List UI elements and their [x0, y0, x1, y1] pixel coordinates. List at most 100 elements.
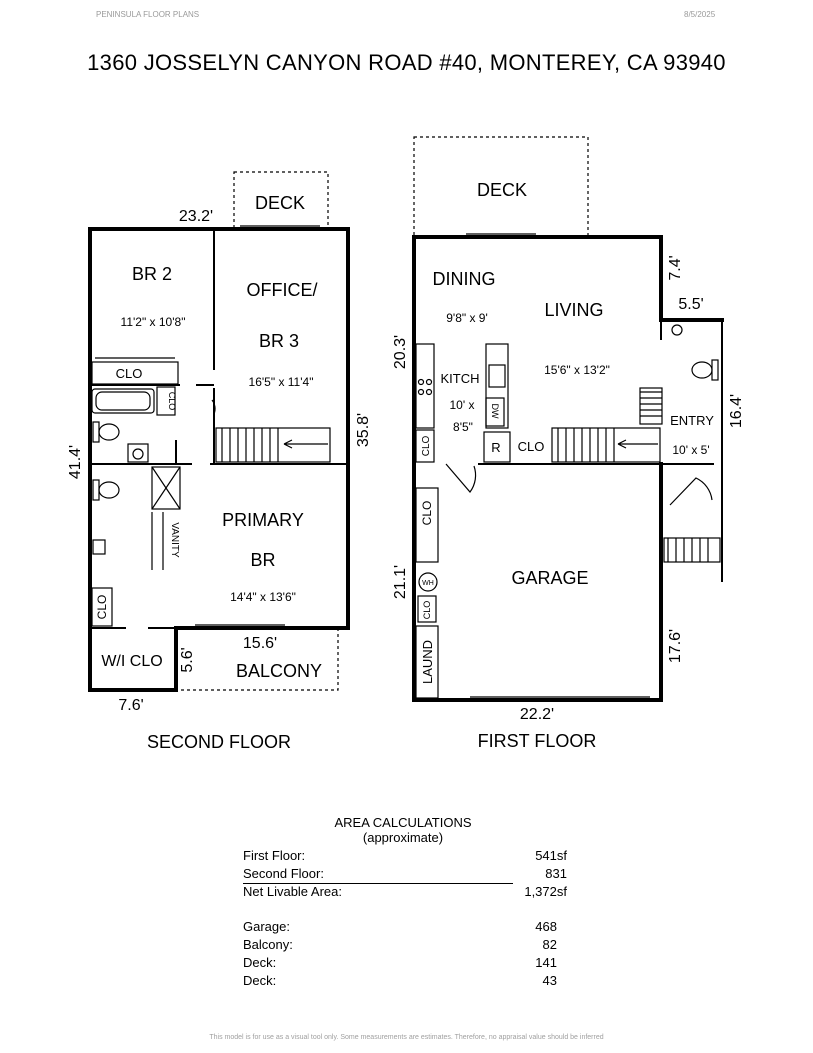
cooktop-burner-1 — [417, 378, 425, 386]
area-row-label: Net Livable Area: — [243, 884, 343, 899]
entry-toilet-tank — [711, 359, 719, 381]
toilet-tank-lower — [92, 479, 100, 501]
first-deck-label: DECK — [477, 180, 527, 200]
entry-sink — [671, 324, 683, 336]
first-floor-upper-wall — [412, 235, 724, 322]
clo-wh-label: CLO — [422, 601, 432, 620]
dw-label: DW — [490, 404, 500, 419]
primary-closet-outline — [91, 587, 113, 627]
area-row: Second Floor: 831 — [243, 866, 567, 884]
garage-wall — [412, 462, 663, 702]
garage-label: GARAGE — [511, 568, 588, 588]
primary-sink — [92, 539, 106, 555]
area-row-value: 541sf — [535, 848, 567, 863]
wh-label: WH — [422, 580, 434, 587]
kitch-size-2: 8'5" — [453, 420, 473, 434]
clo-kitch-label: CLO — [421, 435, 432, 456]
area-row-label: Deck: — [243, 973, 277, 988]
kitchen-counter-left — [415, 343, 435, 429]
dim-bottom: 7.6' — [118, 697, 143, 714]
garage-entry-door — [445, 463, 477, 493]
office-size: 16'5" x 11'4" — [249, 375, 314, 389]
area-row-label: First Floor: — [243, 848, 306, 863]
area-row-label: Deck: — [243, 955, 277, 970]
dim-right: 35.8' — [355, 413, 372, 447]
area-row-value: 82 — [542, 937, 557, 952]
kitch-size-1: 10' x — [450, 398, 475, 412]
living-size: 15'6" x 13'2" — [544, 363, 610, 377]
dim-bottom-first: 22.2' — [520, 706, 554, 723]
clo-small-label: CLO — [167, 392, 177, 411]
toilet-bowl-lower — [98, 481, 120, 499]
front-door — [669, 477, 713, 506]
company-name: PENINSULA FLOOR PLANS — [96, 10, 200, 19]
area-row-value: 468 — [535, 919, 557, 934]
area-row-value: 141 — [535, 955, 557, 970]
dim-left-bottom: 21.1' — [392, 565, 409, 599]
kitchen-closet-outline — [415, 429, 435, 463]
shower-outline — [151, 466, 181, 510]
entry-stair-treads — [640, 391, 662, 417]
area-calculations: AREA CALCULATIONS (approximate) First Fl… — [243, 815, 583, 991]
dim-entry-top: 5.5' — [678, 296, 703, 313]
dim-right-top: 7.4' — [667, 255, 684, 280]
second-floor-label: SECOND FLOOR — [147, 732, 291, 752]
area-row-value: 1,372sf — [524, 884, 567, 899]
entry-stair-landing — [639, 387, 663, 425]
refrigerator-outline — [483, 431, 511, 463]
cooktop-burner-4 — [425, 388, 433, 396]
cooktop-burner-2 — [425, 378, 433, 386]
kitch-label: KITCH — [441, 371, 480, 386]
area-row-value: 43 — [542, 973, 557, 988]
area-row: Deck: 141 — [243, 955, 583, 973]
plan-date: 8/5/2025 — [684, 10, 716, 19]
dim-entry-right: 16.4' — [728, 394, 745, 428]
area-row: Garage: 468 — [243, 919, 583, 937]
entry-label: ENTRY — [670, 413, 714, 428]
dim-top: 23.2' — [179, 208, 213, 225]
cooktop-burner-3 — [417, 388, 425, 396]
area-subtitle: (approximate) — [362, 830, 444, 845]
clo-stair-label: CLO — [518, 439, 545, 454]
area-title: AREA CALCULATIONS — [334, 815, 472, 830]
entry-size: 10' x 5' — [672, 443, 709, 457]
second-floor-labels: DECK 23.2' BR 2 11'2" x 10'8" OFFICE/ BR… — [67, 193, 372, 714]
balcony-label: BALCONY — [236, 661, 322, 681]
second-floor-stairs — [215, 427, 331, 463]
kitchen-sink — [488, 364, 506, 388]
clo-top-label: CLO — [116, 366, 143, 381]
small-closet-outline — [156, 386, 176, 416]
br2-size: 11'2" x 10'8" — [121, 315, 186, 329]
laundry-outline — [415, 625, 439, 699]
area-row-label: Balcony: — [243, 937, 293, 952]
clo-garage-label: CLO — [420, 501, 434, 526]
clo-left-label: CLO — [95, 595, 109, 620]
dim-balcony-depth: 5.6' — [179, 647, 196, 672]
bathtub — [91, 388, 155, 414]
primary-size: 14'4" x 13'6" — [230, 590, 296, 604]
garage-closet-outline — [415, 487, 439, 563]
dim-left: 41.4' — [67, 445, 84, 479]
dining-label: DINING — [433, 269, 496, 289]
area-row: Balcony: 82 — [243, 937, 583, 955]
vanity-label: VANITY — [169, 522, 180, 558]
fridge-label: R — [491, 440, 500, 455]
dim-garage-right: 17.6' — [667, 629, 684, 663]
living-label: LIVING — [544, 300, 603, 320]
first-floor-stairs — [551, 427, 661, 463]
bath-sink — [132, 448, 144, 460]
dim-balcony-width: 15.6' — [243, 635, 277, 652]
bathtub-inner — [95, 391, 151, 411]
area-row: Deck: 43 — [243, 973, 583, 991]
entry-toilet-bowl — [691, 361, 713, 379]
kitchen-island — [485, 343, 509, 429]
exterior-step-treads — [667, 538, 709, 562]
laund-label: LAUND — [420, 640, 435, 684]
dim-left-top: 20.3' — [392, 335, 409, 369]
closet-top-outline — [91, 361, 179, 385]
br3-label: BR 3 — [259, 331, 299, 351]
balcony-outline — [176, 627, 339, 691]
dining-size: 9'8" x 9' — [446, 311, 488, 325]
area-row-value: 831 — [545, 866, 567, 881]
